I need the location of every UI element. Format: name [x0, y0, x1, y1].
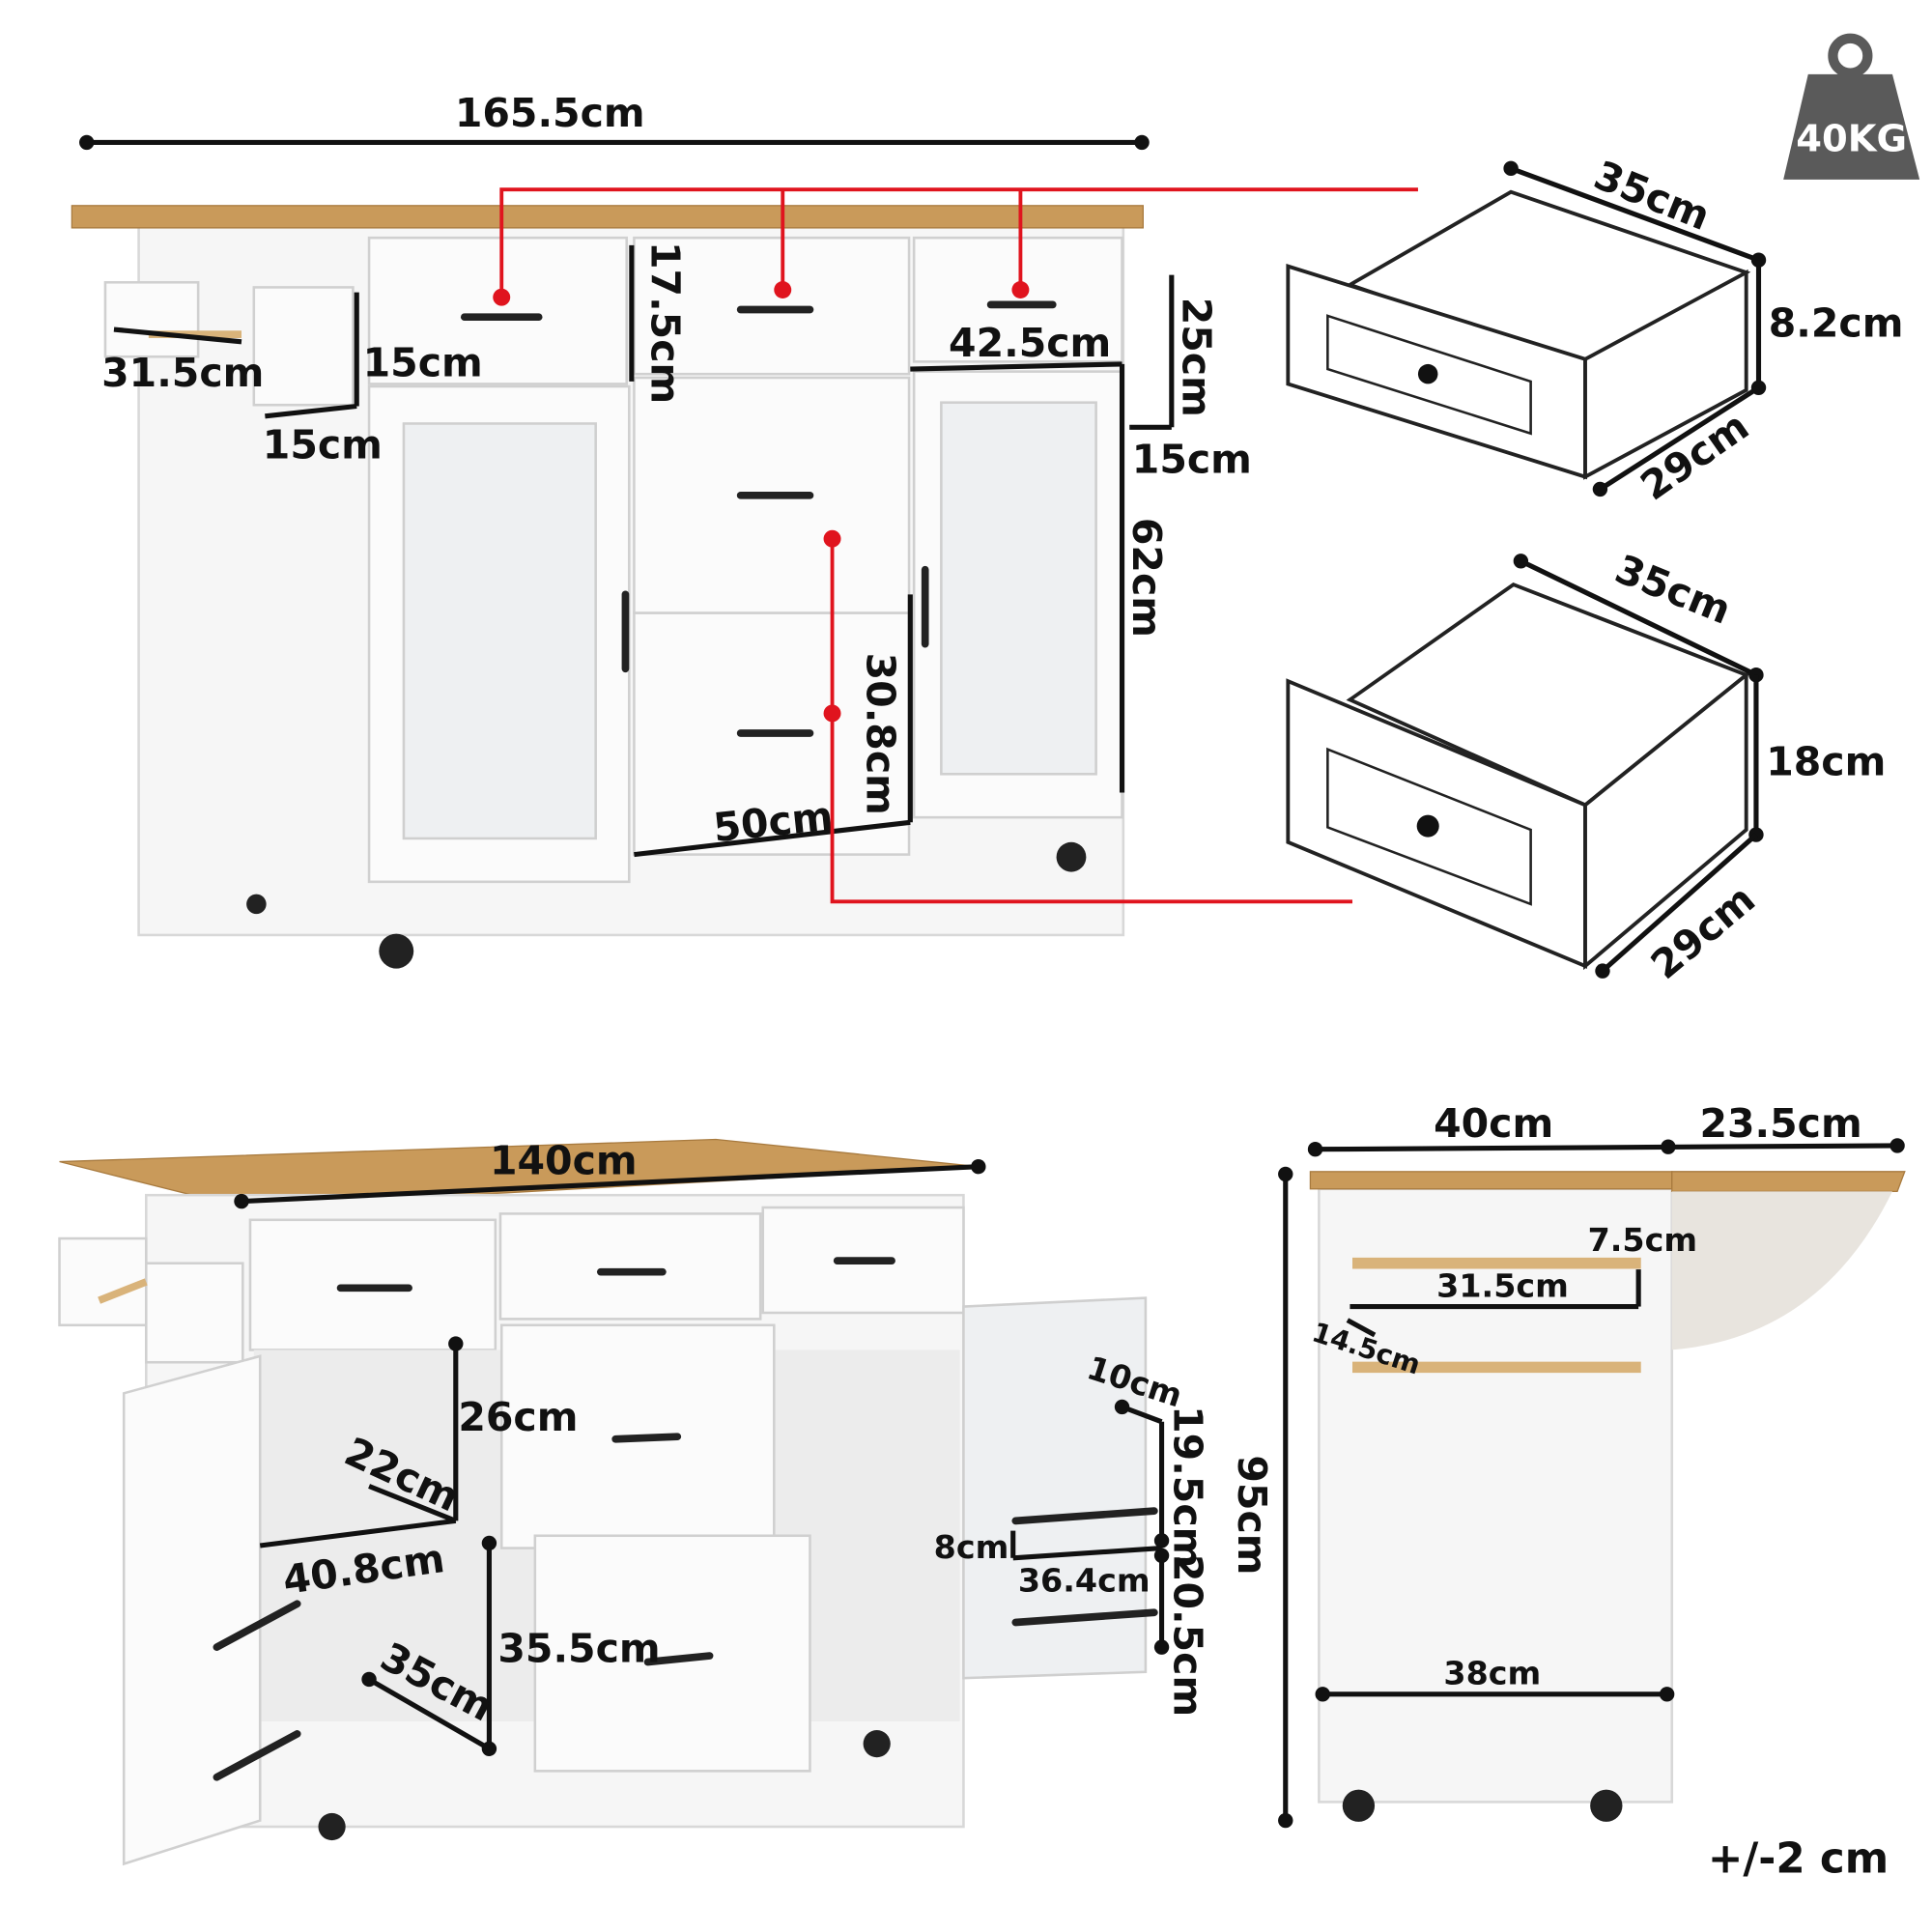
- door-rack-lower-height-label: 20.5cm: [1164, 1554, 1210, 1717]
- large-drawer-sketch: 35cm 18cm 29cm: [1286, 546, 1886, 988]
- lower-drawer-height-label: 30.8cm: [857, 653, 903, 815]
- right-rack-depth-label: 15cm: [1132, 437, 1252, 483]
- right-rack-height-label: 25cm: [1173, 298, 1219, 417]
- large-drawer-width-label: 35cm: [1608, 546, 1737, 634]
- total-height-label: 95cm: [1229, 1455, 1275, 1575]
- small-drawer-height-label: 8.2cm: [1769, 300, 1904, 347]
- drop-leaf-label: 23.5cm: [1699, 1100, 1861, 1147]
- large-drawer-height-label: 18cm: [1766, 739, 1886, 785]
- cabinet-height-label: 62cm: [1123, 518, 1170, 638]
- weight-badge: 40KG: [1783, 33, 1920, 180]
- tolerance-note: +/-2 cm: [1708, 1834, 1889, 1883]
- door-rack-width-label: 36.4cm: [1018, 1561, 1151, 1599]
- front-view: 165.5cm 17.5cm 31.5cm 15cm 15cm 42.5cm 2…: [71, 90, 1418, 969]
- towel-bar-width-label: 31.5cm: [101, 350, 264, 396]
- top-drawer-width-label: 42.5cm: [949, 320, 1111, 366]
- upper-shelf-height-label: 26cm: [458, 1394, 578, 1440]
- open-view: 140cm 26cm 22cm 40.8cm 35.5cm 35cm 10cm …: [58, 1137, 1210, 1866]
- side-rack-depth-label: 15cm: [263, 421, 383, 468]
- side-view: 95cm 40cm 23.5cm 7.5cm 31.5cm 14.5cm 38c…: [1229, 1100, 1906, 1829]
- top-width-label: 140cm: [490, 1137, 638, 1183]
- top-drawer-height-label: 17.5cm: [641, 242, 688, 404]
- door-rack-gap-label: 8cm: [934, 1528, 1009, 1566]
- lower-shelf-height-label: 35.5cm: [497, 1626, 660, 1672]
- total-width-label: 165.5cm: [455, 90, 645, 136]
- side-rack-height-label: 15cm: [363, 340, 483, 386]
- rack-spacing-label: 7.5cm: [1588, 1221, 1698, 1259]
- door-rack-upper-height-label: 19.5cm: [1164, 1406, 1210, 1568]
- rack-width-label: 31.5cm: [1436, 1266, 1569, 1304]
- base-depth-label: 38cm: [1443, 1655, 1541, 1692]
- body-depth-label: 40cm: [1434, 1100, 1553, 1147]
- small-drawer-sketch: 35cm 8.2cm 29cm: [1286, 152, 1904, 509]
- weight-label: 40KG: [1796, 117, 1907, 160]
